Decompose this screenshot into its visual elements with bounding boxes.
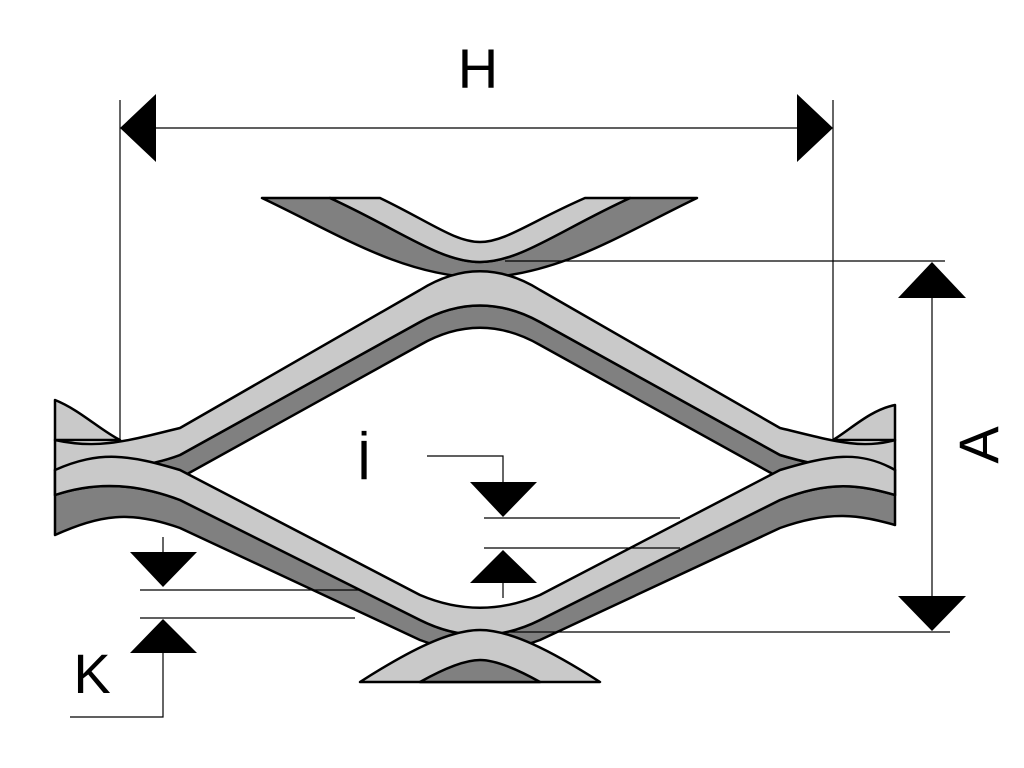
arrow-left-icon: [120, 94, 156, 162]
dimension-h: H: [119, 37, 834, 440]
dimension-i: İ: [356, 428, 680, 598]
dimension-a: A: [505, 260, 1010, 633]
upper-strands: [53, 270, 897, 497]
arrow-right-icon: [797, 94, 833, 162]
arrow-up-icon: [898, 262, 966, 298]
lower-strands: [53, 455, 897, 653]
dimension-k: K: [70, 537, 360, 718]
arrow-up-icon: [470, 550, 537, 583]
arrow-down-icon: [130, 552, 197, 587]
label-a: A: [947, 426, 1010, 464]
label-i: İ: [356, 428, 372, 491]
label-k: K: [73, 642, 110, 705]
arrow-down-icon: [470, 482, 537, 517]
arrow-down-icon: [898, 596, 966, 631]
top-crossing: [260, 196, 699, 280]
label-h: H: [458, 37, 498, 100]
arrow-up-icon: [130, 619, 197, 653]
bottom-crossing: [358, 628, 602, 684]
